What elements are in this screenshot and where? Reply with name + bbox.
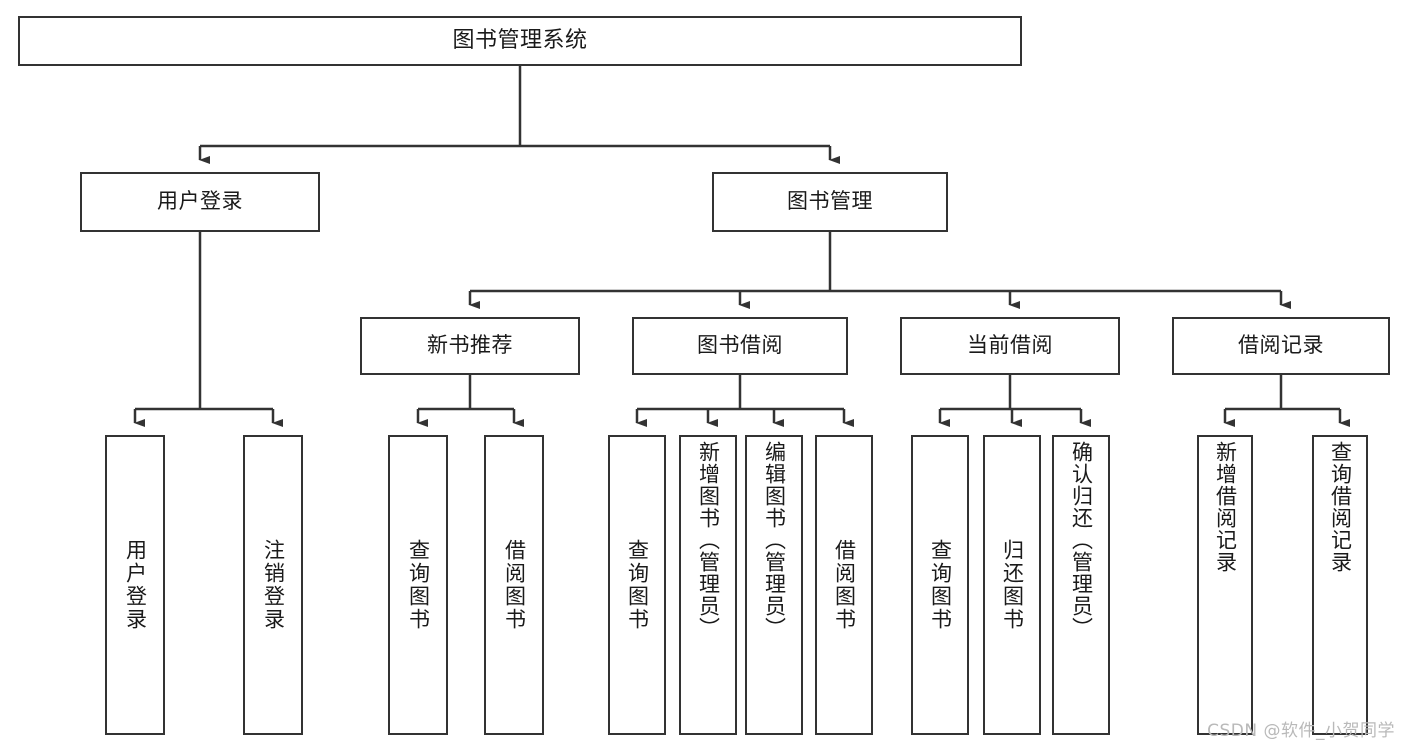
node-label: 借阅图书 — [502, 539, 527, 631]
node-label: 用户登录 — [123, 539, 148, 631]
node-label: 查询图书 — [928, 539, 953, 631]
node-l3-e1: 新增借阅记录 — [1197, 435, 1253, 735]
node-label: 用户登录 — [157, 189, 243, 214]
node-label: 借阅图书 — [832, 539, 857, 631]
node-l3-a2: 注销登录 — [243, 435, 303, 735]
node-l3-a1: 用户登录 — [105, 435, 165, 735]
node-label: 图书管理系统 — [452, 27, 588, 53]
node-l3-d2: 归还图书 — [983, 435, 1041, 735]
node-l3-c1: 查询图书 — [608, 435, 666, 735]
node-l1-book: 图书管理 — [712, 172, 948, 232]
node-l3-b2: 借阅图书 — [484, 435, 544, 735]
node-l2-borrow: 图书借阅 — [632, 317, 848, 375]
node-l2-current: 当前借阅 — [900, 317, 1120, 375]
node-l3-c3: 编辑图书（管理员） — [745, 435, 803, 735]
node-label: 确认归还（管理员） — [1069, 441, 1094, 639]
node-label: 借阅记录 — [1238, 333, 1324, 358]
node-label: 新书推荐 — [427, 333, 513, 358]
node-label: 归还图书 — [1000, 539, 1025, 631]
node-l3-c2: 新增图书（管理员） — [679, 435, 737, 735]
node-label: 查询图书 — [625, 539, 650, 631]
node-l3-b1: 查询图书 — [388, 435, 448, 735]
node-label: 图书借阅 — [697, 333, 783, 358]
node-root: 图书管理系统 — [18, 16, 1022, 66]
node-l3-d1: 查询图书 — [911, 435, 969, 735]
node-label: 注销登录 — [261, 539, 286, 631]
watermark: CSDN @软件_小贺同学 — [1207, 721, 1395, 741]
node-label: 图书管理 — [787, 189, 873, 214]
node-l2-record: 借阅记录 — [1172, 317, 1390, 375]
node-l3-c4: 借阅图书 — [815, 435, 873, 735]
node-l2-new: 新书推荐 — [360, 317, 580, 375]
node-label: 当前借阅 — [967, 333, 1053, 358]
node-l1-login: 用户登录 — [80, 172, 320, 232]
node-label: 新增借阅记录 — [1213, 441, 1238, 573]
node-label: 查询图书 — [406, 539, 431, 631]
node-l3-e2: 查询借阅记录 — [1312, 435, 1368, 735]
node-l3-d3: 确认归还（管理员） — [1052, 435, 1110, 735]
node-label: 编辑图书（管理员） — [762, 441, 787, 639]
node-label: 查询借阅记录 — [1328, 441, 1353, 573]
node-label: 新增图书（管理员） — [696, 441, 721, 639]
